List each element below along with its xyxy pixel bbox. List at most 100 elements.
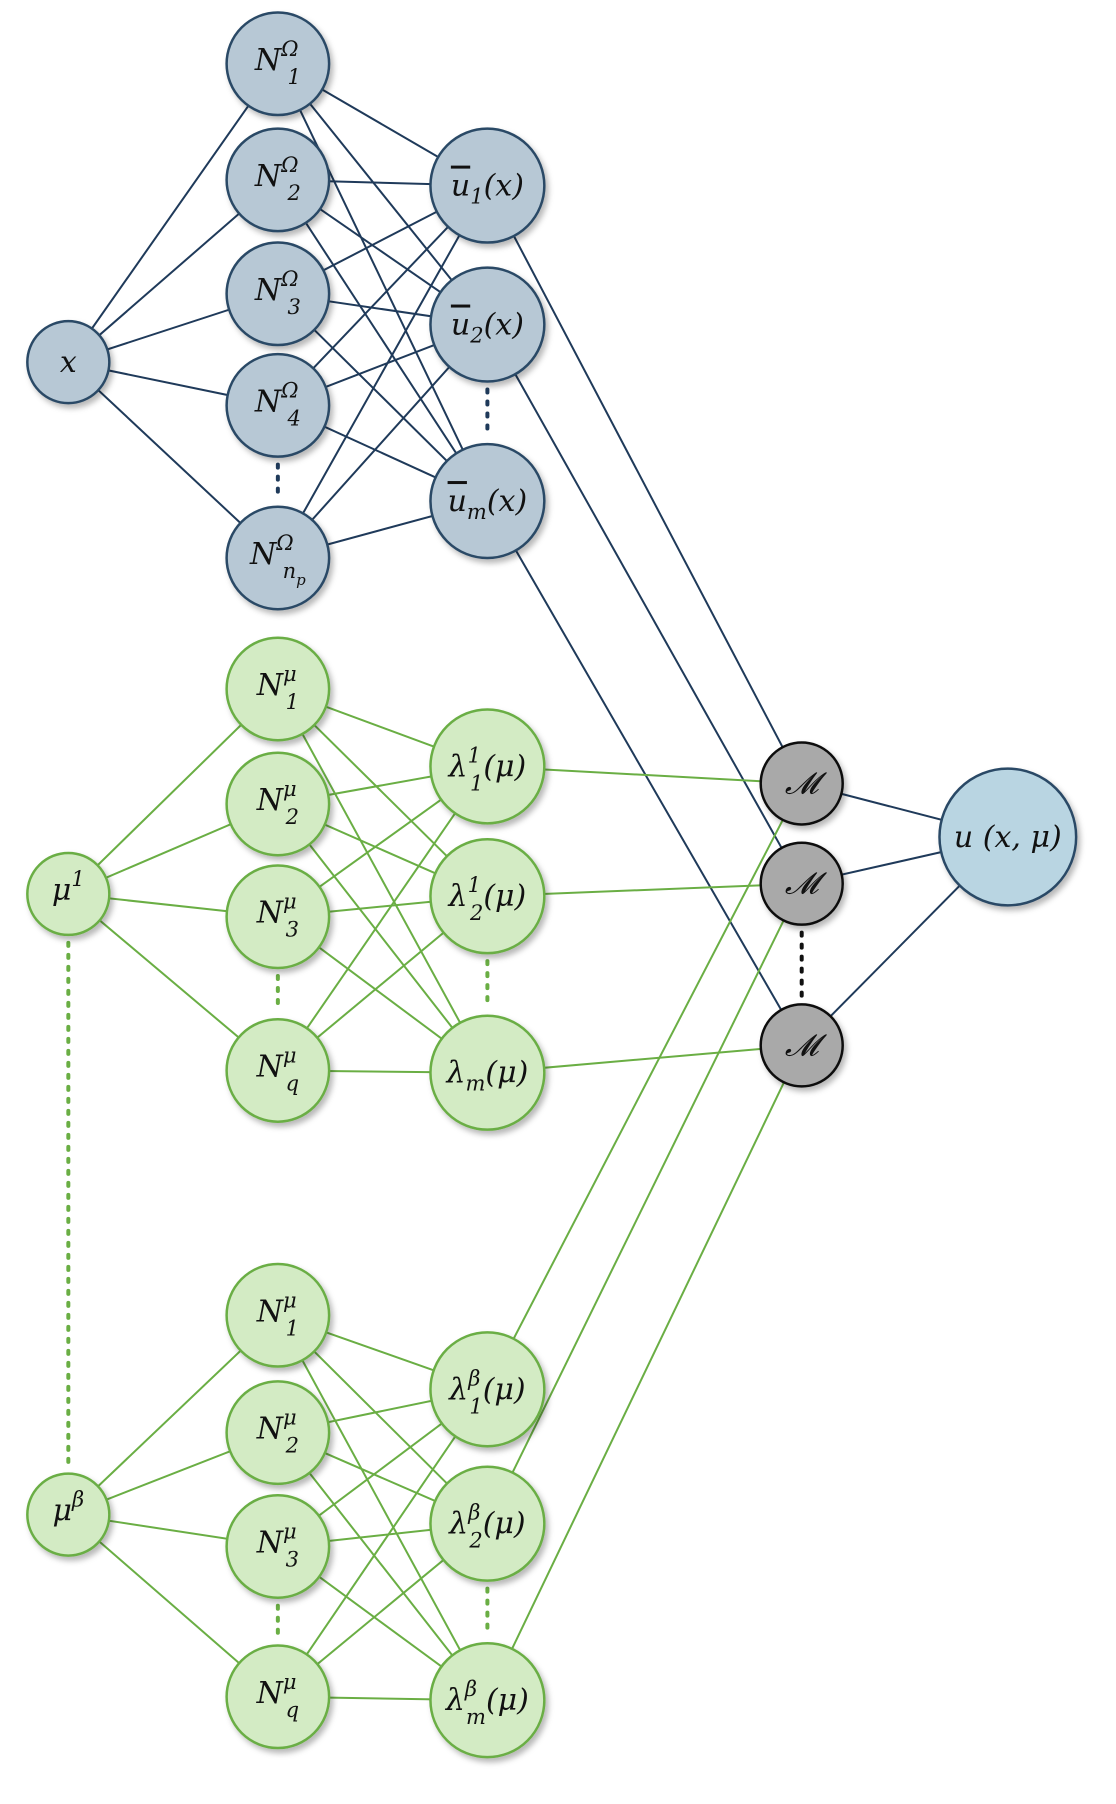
node-label: μ1	[52, 867, 85, 908]
edge-NOn-u1	[276, 185, 489, 559]
node-circle	[225, 751, 331, 857]
edge-NmBq-lB1	[277, 1388, 489, 1698]
edge-lBm-M3	[486, 1044, 803, 1701]
node-circle	[225, 1380, 331, 1486]
node-circle	[429, 1465, 546, 1582]
node-M3: 𝓜	[759, 1003, 844, 1088]
node-circle	[429, 838, 546, 955]
node-circle	[225, 864, 331, 970]
node-circle	[429, 442, 546, 560]
node-um: um(x)	[429, 442, 546, 560]
node-circle	[225, 11, 331, 117]
node-circle	[429, 1642, 546, 1759]
node-u1: u1(x)	[429, 127, 546, 244]
node-out: u (x, μ)	[938, 767, 1078, 907]
node-circle	[429, 1014, 546, 1131]
edge-NO1-um	[276, 63, 489, 502]
node-label: u2(x)	[451, 308, 524, 348]
edge-x-NO1	[67, 63, 279, 363]
node-circle	[759, 1003, 844, 1088]
node-circle	[759, 741, 844, 826]
node-mub: μβ	[26, 1472, 111, 1557]
node-label: um(x)	[448, 484, 528, 524]
node-circle	[938, 767, 1078, 907]
node-circle	[225, 1262, 331, 1368]
node-label: μβ	[53, 1488, 85, 1529]
node-circle	[225, 505, 331, 611]
edge-lB2-M2	[486, 883, 803, 1525]
edge-NO2-um	[277, 179, 489, 502]
edge-u2-M2	[486, 324, 803, 885]
node-circle	[759, 841, 844, 926]
node-circle	[225, 1017, 331, 1123]
edge-NmB1-lBm	[276, 1314, 489, 1701]
node-label: u1(x)	[451, 169, 524, 209]
node-mu1: μ1	[26, 851, 111, 937]
node-circle	[429, 266, 546, 383]
node-label: u (x, μ)	[954, 820, 1062, 855]
edge-NmA1-lAm	[276, 688, 489, 1074]
node-circle	[429, 1331, 546, 1448]
ellipsis-layer	[66, 387, 804, 1640]
node-label: x	[60, 345, 77, 380]
node-circle	[225, 241, 331, 347]
node-u2: u2(x)	[429, 266, 546, 383]
edge-lB1-M1	[486, 783, 803, 1390]
edge-um-M3	[486, 500, 803, 1046]
node-M1: 𝓜	[759, 741, 844, 826]
edge-u1-M1	[486, 185, 803, 784]
node-label: λm(μ)	[445, 1056, 528, 1096]
node-circle	[429, 708, 546, 825]
node-circle	[225, 636, 331, 742]
node-lAm: λm(μ)	[429, 1014, 546, 1131]
node-circle	[225, 127, 331, 233]
node-circle	[429, 127, 546, 244]
edge-NmAq-lA1	[277, 765, 489, 1072]
node-circle	[26, 851, 111, 937]
node-circle	[225, 352, 331, 458]
node-circle	[225, 1493, 331, 1599]
node-circle	[26, 1472, 111, 1557]
node-circle	[225, 1644, 331, 1750]
node-M2: 𝓜	[759, 841, 844, 926]
node-x: x	[26, 319, 111, 405]
node-circle	[26, 319, 111, 405]
